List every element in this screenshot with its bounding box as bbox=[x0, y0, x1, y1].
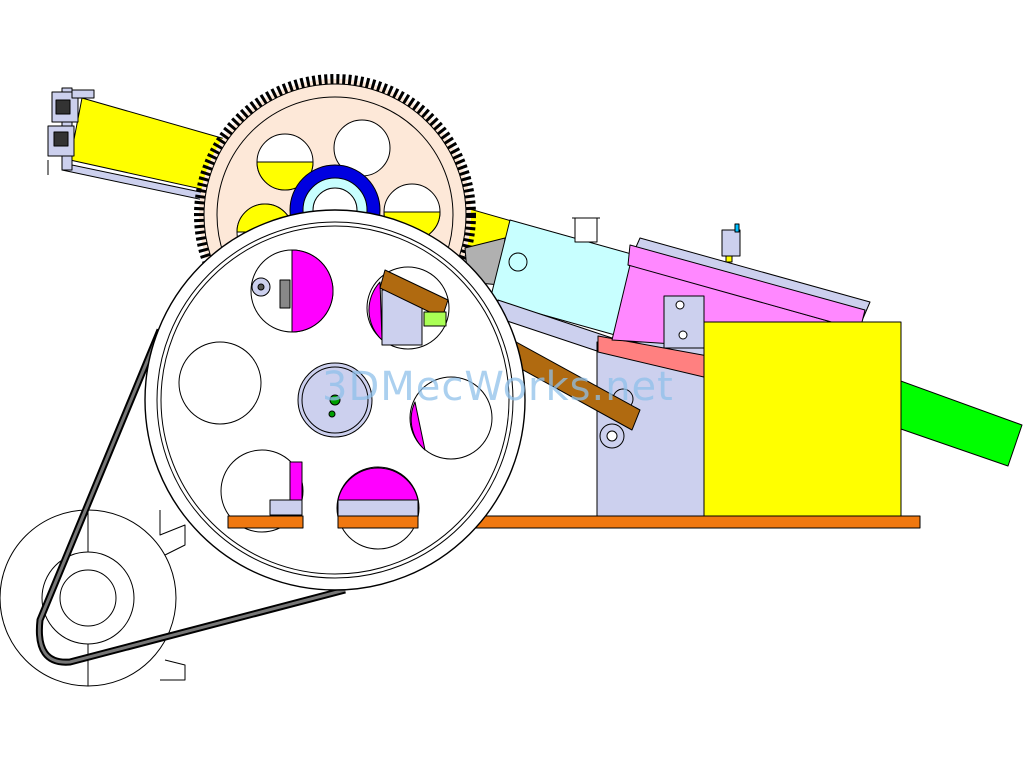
small-motor-pulley bbox=[0, 509, 186, 687]
output-chute bbox=[897, 379, 1023, 467]
cutter-housing bbox=[489, 217, 636, 336]
yellow-housing bbox=[703, 321, 902, 517]
pulley-window bbox=[409, 376, 493, 460]
pulley-window bbox=[366, 266, 450, 350]
pulley-window bbox=[220, 449, 304, 533]
large-pulley bbox=[144, 209, 526, 591]
pulley-window bbox=[178, 341, 262, 425]
pulley-window bbox=[336, 466, 420, 550]
watermark-text: 3DMecWorks.net bbox=[322, 364, 674, 410]
drive-belt bbox=[35, 328, 346, 666]
pulley-window bbox=[250, 249, 334, 333]
blade-block bbox=[611, 223, 871, 356]
